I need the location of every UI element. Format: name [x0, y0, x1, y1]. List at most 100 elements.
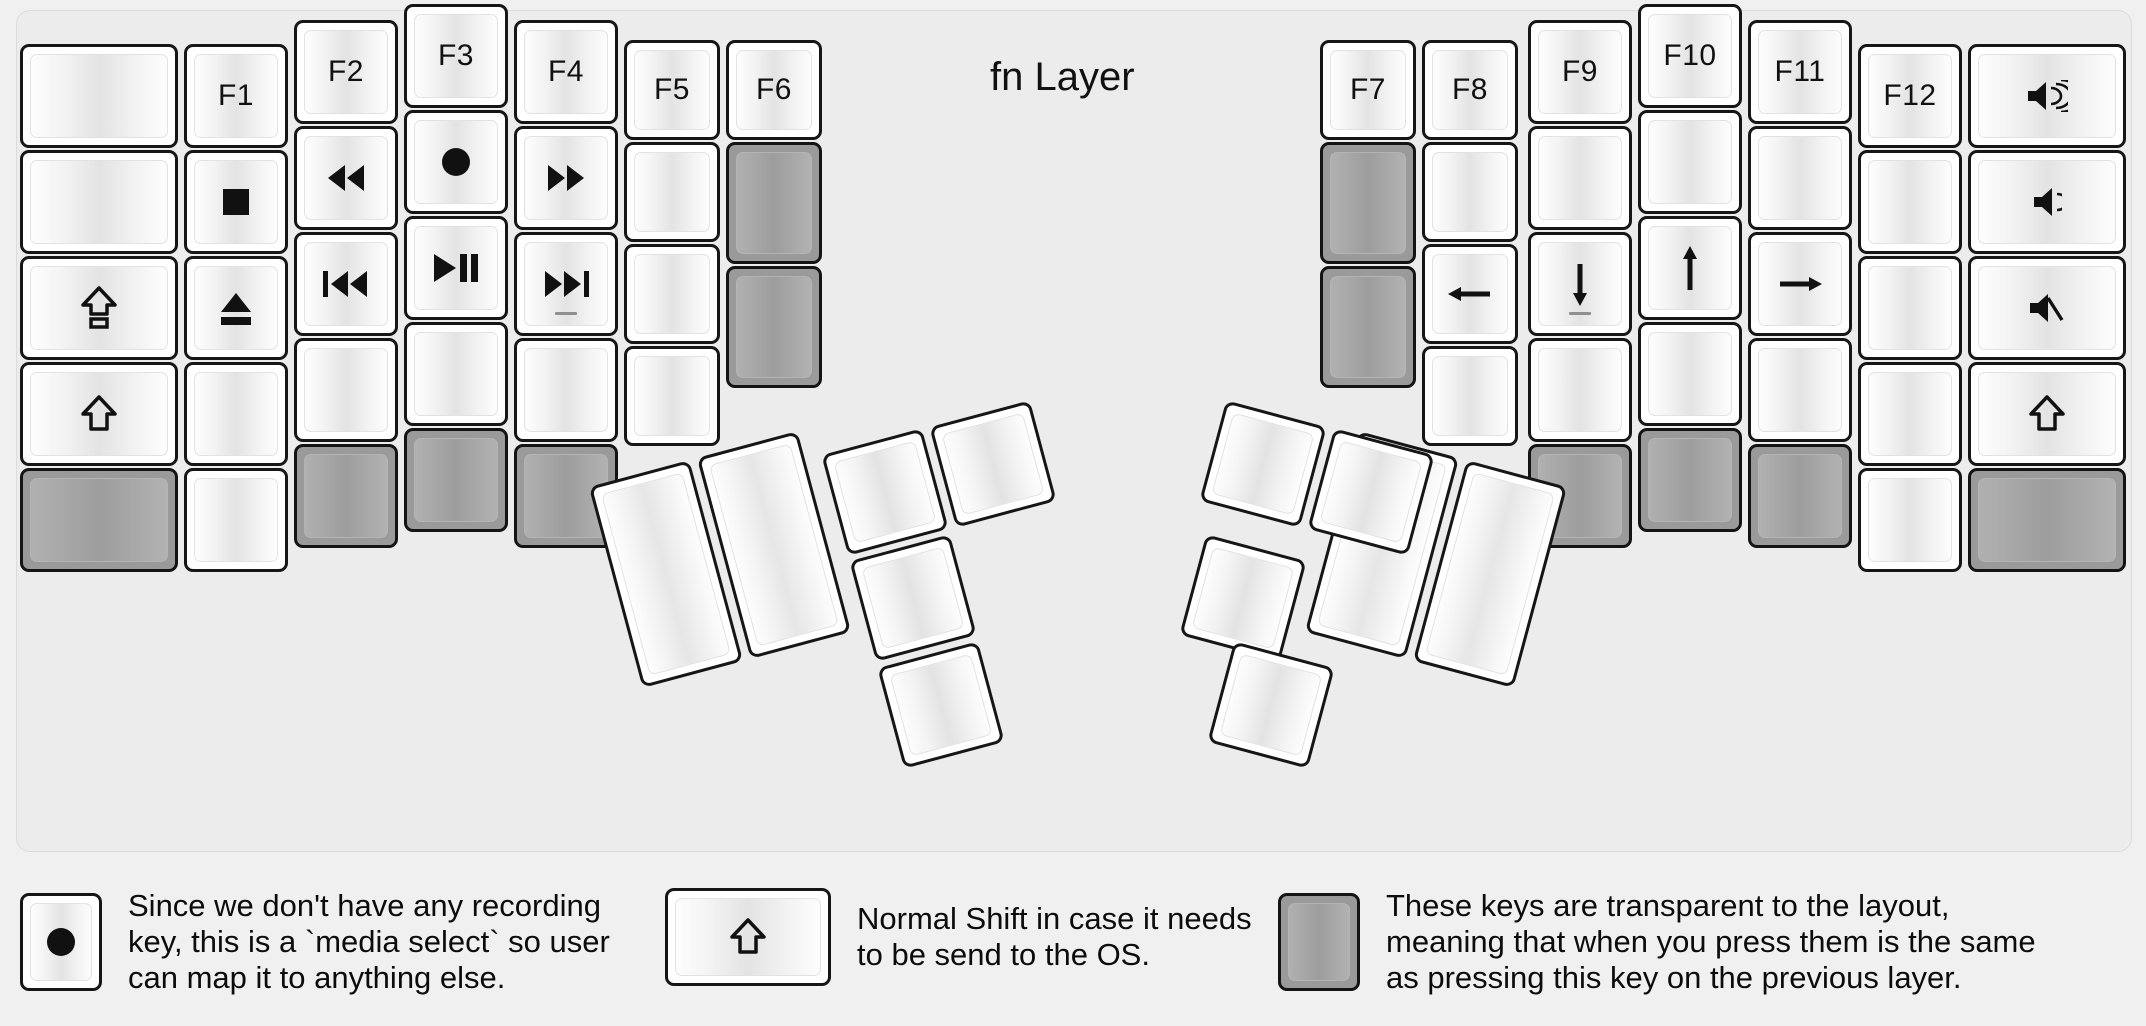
key-left-index-inner-1[interactable] — [624, 142, 720, 242]
key-left-index-inner-0[interactable]: F5 — [624, 40, 720, 140]
key-right-index-0[interactable]: F9 — [1528, 20, 1632, 124]
keycap-face — [1868, 160, 1952, 244]
keycap-face — [1191, 546, 1295, 650]
key-left-pinky-3[interactable] — [184, 362, 288, 466]
page-title: fn Layer — [990, 55, 1135, 99]
legend-key-transparent[interactable] — [1278, 892, 1360, 991]
key-right-pinky-1[interactable] — [1858, 150, 1962, 254]
key-right-pinky-4[interactable] — [1858, 468, 1962, 572]
key-left-pinky-outer-4[interactable] — [20, 468, 178, 572]
key-right-pinky-3[interactable] — [1858, 362, 1962, 466]
keycap-face — [1432, 152, 1508, 232]
keycap-face — [1432, 254, 1508, 334]
legend-item-transparent: These keys are transparent to the layout… — [1278, 888, 2036, 996]
key-left-middle-0[interactable]: F3 — [404, 4, 508, 108]
media-next-track-icon — [543, 269, 589, 299]
key-right-ring-2[interactable] — [1748, 232, 1852, 336]
key-left-pinky-outer-3[interactable] — [20, 362, 178, 466]
key-right-pinky-outer-1[interactable] — [1968, 150, 2126, 254]
key-right-inner-extra-0[interactable]: F7 — [1320, 40, 1416, 140]
key-left-thumb-1u-1[interactable] — [821, 428, 949, 556]
keycap-face: F2 — [304, 30, 388, 114]
key-left-middle-4[interactable] — [404, 428, 508, 532]
key-left-index-0[interactable]: F4 — [514, 20, 618, 124]
key-right-ring-4[interactable] — [1748, 444, 1852, 548]
key-left-ring-4[interactable] — [294, 444, 398, 548]
key-left-pinky-2[interactable] — [184, 256, 288, 360]
key-right-thumb-1u-4[interactable] — [1207, 641, 1335, 769]
key-left-pinky-outer-2[interactable] — [20, 256, 178, 360]
key-right-index-1[interactable] — [1528, 126, 1632, 230]
key-left-index-inner-2[interactable] — [624, 244, 720, 344]
keycap-face — [1758, 242, 1842, 326]
media-fast-forward-icon — [545, 163, 587, 193]
key-right-pinky-outer-2[interactable] — [1968, 256, 2126, 360]
key-right-thumb-1u-3[interactable] — [1179, 534, 1307, 662]
keycap-face — [30, 54, 168, 138]
legend-key-shift[interactable] — [665, 888, 831, 986]
key-left-middle-2[interactable] — [404, 216, 508, 320]
key-left-index-2[interactable] — [514, 232, 618, 336]
keycap-face — [1648, 226, 1732, 310]
key-left-middle-3[interactable] — [404, 322, 508, 426]
key-left-pinky-outer-1[interactable] — [20, 150, 178, 254]
key-left-index-1[interactable] — [514, 126, 618, 230]
key-left-pinky-1[interactable] — [184, 150, 288, 254]
key-left-ring-3[interactable] — [294, 338, 398, 442]
keycap-face: F3 — [414, 14, 498, 98]
key-right-pinky-outer-0[interactable] — [1968, 44, 2126, 148]
keycap-face — [1648, 332, 1732, 416]
key-left-pinky-4[interactable] — [184, 468, 288, 572]
key-right-middle-2[interactable] — [1638, 216, 1742, 320]
keycap-face — [1538, 136, 1622, 220]
key-left-index-inner-3[interactable] — [624, 346, 720, 446]
key-left-pinky-0[interactable]: F1 — [184, 44, 288, 148]
keycap-face — [414, 120, 498, 204]
key-left-thumb-1u-3[interactable] — [849, 534, 977, 662]
key-right-ring-1[interactable] — [1748, 126, 1852, 230]
key-left-ring-1[interactable] — [294, 126, 398, 230]
key-right-middle-1[interactable] — [1638, 110, 1742, 214]
volume-mute-icon — [2028, 292, 2066, 324]
legend-key-record[interactable] — [20, 892, 102, 991]
key-right-middle-0[interactable]: F10 — [1638, 4, 1742, 108]
keycap-face: F8 — [1432, 50, 1508, 130]
key-right-pinky-outer-3[interactable] — [1968, 362, 2126, 466]
key-left-inner-extra-0[interactable]: F6 — [726, 40, 822, 140]
key-right-ring-3[interactable] — [1748, 338, 1852, 442]
key-right-pinky-2[interactable] — [1858, 256, 1962, 360]
key-right-inner-extra-2[interactable] — [1320, 266, 1416, 388]
key-left-middle-1[interactable] — [404, 110, 508, 214]
key-right-middle-4[interactable] — [1638, 428, 1742, 532]
key-right-thumb-1u-2[interactable] — [1199, 400, 1327, 528]
key-left-thumb-1u-4[interactable] — [877, 641, 1005, 769]
key-right-pinky-0[interactable]: F12 — [1858, 44, 1962, 148]
key-left-ring-0[interactable]: F2 — [294, 20, 398, 124]
key-right-index-inner-0[interactable]: F8 — [1422, 40, 1518, 140]
keycap-face — [304, 348, 388, 432]
volume-down-icon — [2032, 186, 2062, 218]
key-right-middle-3[interactable] — [1638, 322, 1742, 426]
key-right-index-inner-1[interactable] — [1422, 142, 1518, 242]
key-right-pinky-outer-4[interactable] — [1968, 468, 2126, 572]
key-right-ring-0[interactable]: F11 — [1748, 20, 1852, 124]
keycap-face — [941, 412, 1045, 516]
key-left-inner-extra-1[interactable] — [726, 142, 822, 264]
key-right-index-inner-2[interactable] — [1422, 244, 1518, 344]
key-right-inner-extra-1[interactable] — [1320, 142, 1416, 264]
key-left-ring-2[interactable] — [294, 232, 398, 336]
arrow-left-icon — [1448, 279, 1492, 309]
legend-text: Since we don't have any recording key, t… — [128, 888, 610, 995]
key-right-index-2[interactable] — [1528, 232, 1632, 336]
key-left-pinky-outer-0[interactable] — [20, 44, 178, 148]
key-left-thumb-1u-2[interactable] — [929, 400, 1057, 528]
key-right-index-inner-3[interactable] — [1422, 346, 1518, 446]
key-underline-marker — [1569, 312, 1591, 315]
key-label: F11 — [1774, 55, 1826, 88]
keycap-face: F7 — [1330, 50, 1406, 130]
key-left-inner-extra-2[interactable] — [726, 266, 822, 388]
key-right-index-3[interactable] — [1528, 338, 1632, 442]
key-left-index-3[interactable] — [514, 338, 618, 442]
key-label: F5 — [653, 73, 690, 106]
